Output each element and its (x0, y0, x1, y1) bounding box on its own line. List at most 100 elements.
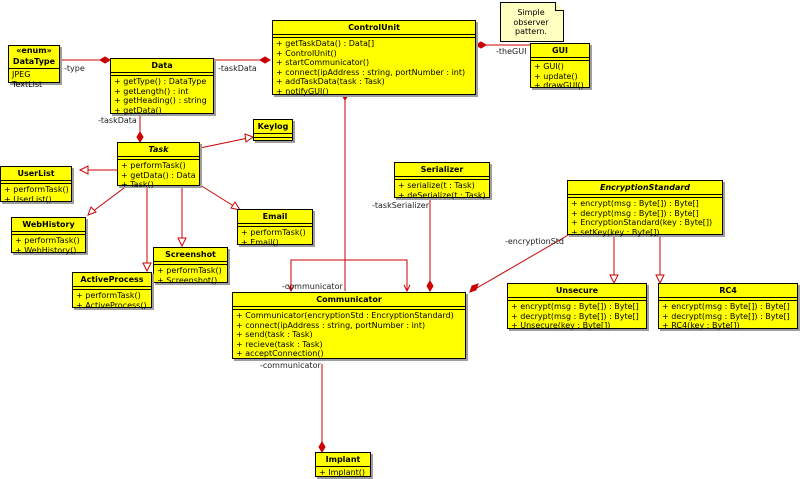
note-line-2: observer (513, 17, 549, 27)
activeprocess-name: ActiveProcess (73, 273, 151, 287)
unsecure-attr-section (508, 298, 646, 301)
gui-attr-section (531, 58, 589, 61)
screenshot-ops: + performTask() + Screenshot() (154, 265, 227, 286)
note-fold (555, 2, 564, 11)
encryptionstandard-name: EncryptionStandard (568, 181, 722, 195)
activeprocess-ops: + performTask() + ActiveProcess() (73, 290, 151, 311)
rc4-ops: + encrypt(msg : Byte[]) : Byte[] + decry… (659, 301, 797, 332)
operation: + UserList() (4, 194, 52, 204)
controlunit-ops: + getTaskData() : Data[] + ControlUnit()… (273, 38, 475, 97)
operation: + RC4(key : Byte[]) (662, 321, 740, 330)
operation: + Implant() (319, 468, 366, 477)
class-rc4[interactable]: RC4 + encrypt(msg : Byte[]) : Byte[] + d… (658, 283, 798, 332)
email-ops: + performTask() + Email() (238, 227, 312, 248)
operation: + update() (534, 71, 578, 81)
serializer-ops: + serialize(t : Task) + deSerialize(t : … (395, 180, 489, 201)
rc4-name: RC4 (659, 284, 797, 298)
operation: + serialize(t : Task) (398, 181, 475, 190)
rc4-attr-section (659, 298, 797, 301)
operation: + performTask() (76, 291, 141, 300)
controlunit-name: ControlUnit (273, 21, 475, 35)
userlist-ops: + performTask() + UserList() (1, 184, 71, 205)
controlunit-attr-section (273, 35, 475, 38)
encryptionstandard-ops: + encrypt(msg : Byte[]) : Byte[] + decry… (568, 198, 722, 238)
userlist-attr-section (1, 181, 71, 184)
class-controlunit[interactable]: ControlUnit + getTaskData() : Data[] + C… (272, 20, 476, 97)
operation: + Unsecure(key : Byte[]) (511, 321, 611, 330)
operation: + getType() : DataType (114, 77, 207, 86)
role-label-taskdata-left: -taskData (98, 116, 137, 125)
operation: + WebHistory() (15, 245, 77, 255)
note-line-1: Simple (517, 8, 545, 17)
gui-ops: + GUI() + update() + drawGUI() (531, 61, 589, 92)
datatype-stereotype: «enum» (16, 46, 52, 55)
operation: + decrypt(msg : Byte[]) : Byte[] (662, 311, 790, 321)
webhistory-attr-section (12, 232, 85, 235)
serializer-name: Serializer (395, 163, 489, 177)
operation: + setKey(key : Byte[]) (571, 227, 660, 237)
operation: + performTask() (241, 228, 306, 237)
note-line-3: pattern. (515, 27, 547, 36)
gui-name: GUI (531, 44, 589, 58)
class-gui[interactable]: GUI + GUI() + update() + drawGUI() (530, 43, 590, 90)
data-ops: + getType() : DataType + getLength() : i… (111, 76, 213, 116)
operation: + performTask() (4, 185, 69, 194)
class-datatype[interactable]: «enum» DataType JPEG TextList (8, 45, 60, 89)
class-task[interactable]: Task + performTask() + getData() : Data … (117, 142, 200, 189)
userlist-name: UserList (1, 167, 71, 181)
operation: + getData() : Data (121, 170, 196, 180)
class-unsecure[interactable]: Unsecure + encrypt(msg : Byte[]) : Byte[… (507, 283, 647, 330)
operation: + connect(ipAddress : string, portNumber… (236, 320, 426, 330)
class-keylog[interactable]: Keylog (253, 119, 293, 141)
class-encryptionstandard[interactable]: EncryptionStandard + encrypt(msg : Byte[… (567, 180, 723, 238)
role-label-thegui: -theGUI (496, 47, 527, 56)
role-label-communicator-bottom: -communicator (260, 361, 321, 370)
keylog-name: Keylog (254, 120, 292, 134)
role-label-encryptionstd: -encryptionStd (505, 237, 564, 246)
activeprocess-attr-section (73, 287, 151, 290)
datatype-name: DataType (9, 56, 59, 69)
keylog-attr-section (254, 134, 292, 138)
communicator-attr-section (233, 307, 465, 310)
class-userlist[interactable]: UserList + performTask() + UserList() (0, 166, 72, 205)
role-label-taskdata-top: -taskData (218, 64, 257, 73)
class-serializer[interactable]: Serializer + serialize(t : Task) + deSer… (394, 162, 490, 201)
operation: + connect(ipAddress : string, portNumber… (276, 67, 466, 77)
operation: + acceptConnection() (236, 349, 324, 358)
class-implant[interactable]: Implant + Implant() (315, 452, 371, 477)
operation: + getLength() : int (114, 86, 189, 96)
operation: + ActiveProcess() (76, 300, 147, 310)
operation: + Screenshot() (157, 275, 218, 285)
class-email[interactable]: Email + performTask() + Email() (237, 209, 313, 248)
operation: + getHeading() : string (114, 96, 207, 105)
role-label-communicator-top: -communicator (282, 282, 343, 291)
class-activeprocess[interactable]: ActiveProcess + performTask() + ActivePr… (72, 272, 152, 311)
screenshot-name: Screenshot (154, 248, 227, 262)
class-communicator[interactable]: Communicator + Communicator(encryptionSt… (232, 292, 466, 359)
implant-name: Implant (316, 453, 370, 467)
communicator-name: Communicator (233, 293, 465, 307)
task-name: Task (118, 143, 199, 157)
data-attr-section (111, 73, 213, 76)
operation: + decrypt(msg : Byte[]) : Byte[] (511, 311, 639, 321)
operation: + performTask() (15, 236, 80, 245)
class-data[interactable]: Data + getType() : DataType + getLength(… (110, 58, 214, 116)
observer-note: Simple observer pattern. (500, 2, 564, 42)
literal-textlist: TextList (12, 79, 43, 89)
operation: + encrypt(msg : Byte[]) : Byte[] (662, 302, 790, 311)
task-ops: + performTask() + getData() : Data + Tas… (118, 160, 199, 191)
operation: + startCommunicator() (276, 58, 370, 67)
operation: + getData() (114, 105, 162, 115)
operation: + Communicator(encryptionStd : Encryptio… (236, 311, 454, 320)
encryptionstandard-attr-section (568, 195, 722, 198)
operation: + EncryptionStandard(key : Byte[]) (571, 218, 713, 227)
email-name: Email (238, 210, 312, 224)
operation: + encrypt(msg : Byte[]) : Byte[] (571, 199, 699, 208)
email-attr-section (238, 224, 312, 227)
operation: + Email() (241, 237, 279, 247)
operation: + decrypt(msg : Byte[]) : Byte[] (571, 208, 699, 218)
class-screenshot[interactable]: Screenshot + performTask() + Screenshot(… (153, 247, 228, 286)
webhistory-name: WebHistory (12, 218, 85, 232)
class-webhistory[interactable]: WebHistory + performTask() + WebHistory(… (11, 217, 86, 255)
